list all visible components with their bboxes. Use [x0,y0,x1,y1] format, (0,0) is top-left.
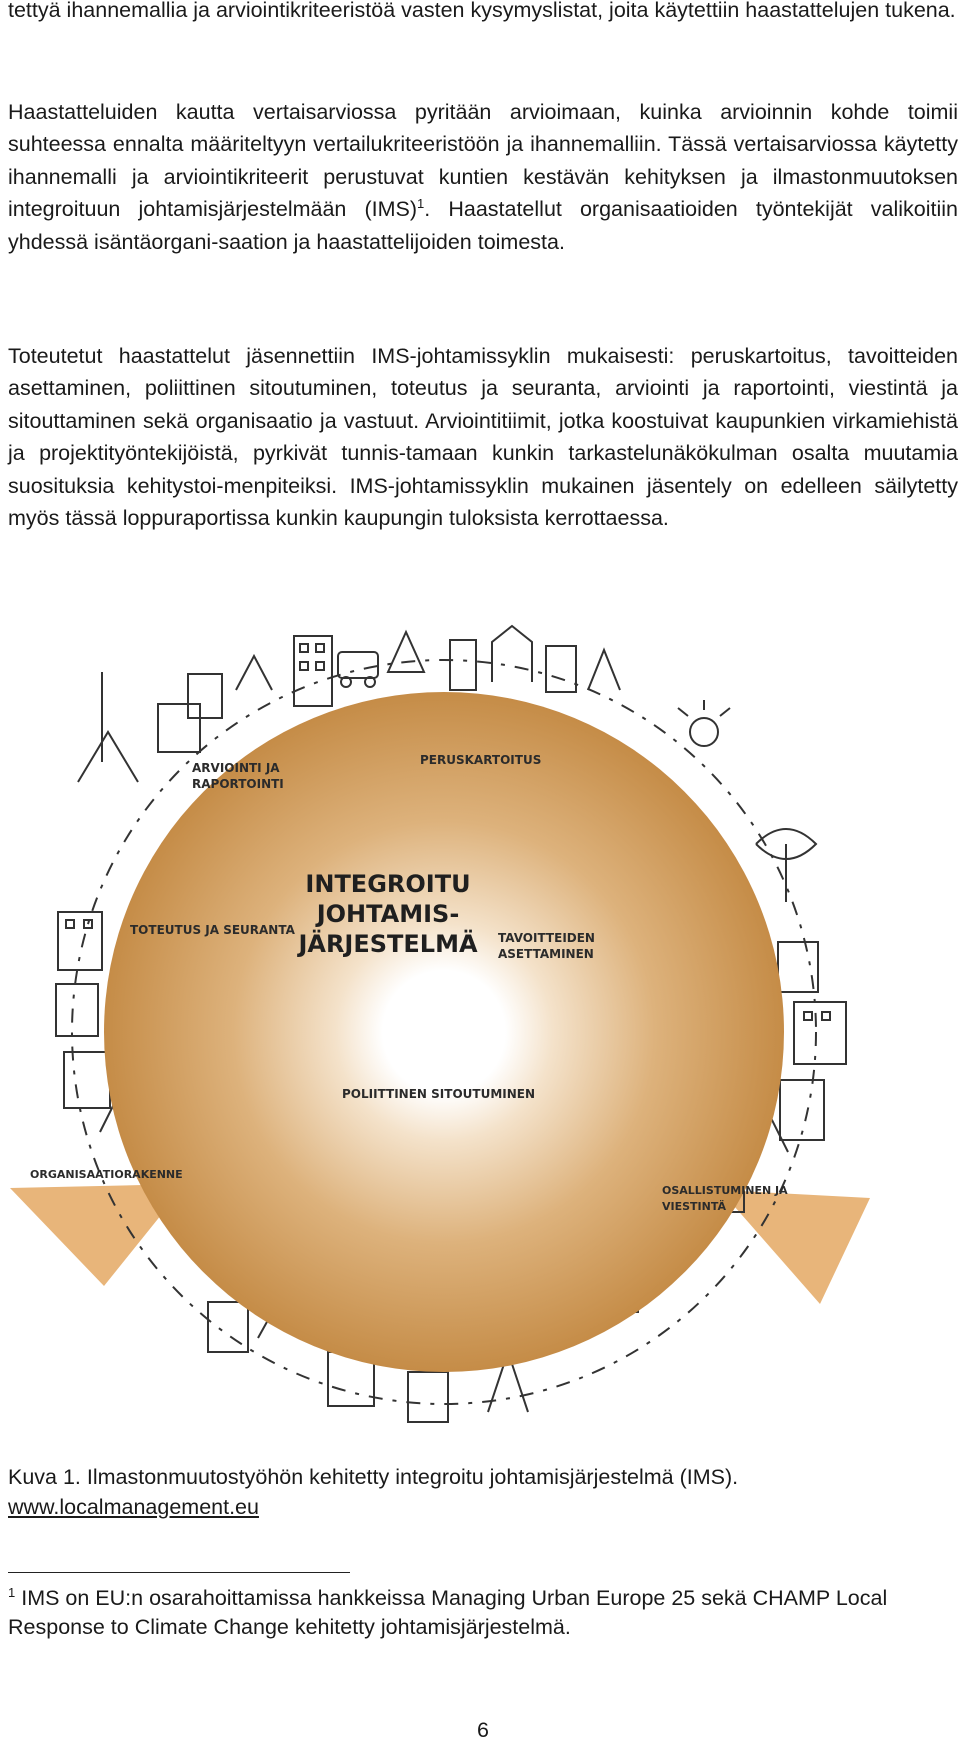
label-toteutus: TOTEUTUS JA SEURANTA [130,923,296,937]
label-organisaatio: ORGANISAATIORAKENNE [30,1168,183,1181]
ims-cycle-illustration: INTEGROITU JOHTAMIS- JÄRJESTELMÄ ARVIOIN… [10,624,870,1423]
label-osallistuminen-line-2: VIESTINTÄ [662,1199,726,1213]
label-osallistuminen-line-1: OSALLISTUMINEN JA [662,1184,788,1197]
footnote-reference[interactable]: 1 [417,196,425,212]
right-wedge-shape [720,1190,870,1304]
label-peruskartoitus: PERUSKARTOITUS [420,753,541,767]
paragraph-1: tettyä ihannemallia ja arviointikriteeri… [8,0,958,26]
figure-center-line-3: JÄRJESTELMÄ [296,929,478,958]
figure-caption-text: Kuva 1. Ilmastonmuutostyöhön kehitetty i… [8,1465,739,1489]
figure-caption: Kuva 1. Ilmastonmuutostyöhön kehitetty i… [8,1462,958,1522]
paragraph-3: Toteutetut haastattelut jäsennettiin IMS… [8,340,958,534]
ims-disc-shape [104,692,784,1372]
figure-center-line-2: JOHTAMIS- [315,900,460,928]
paragraph-3-text: Toteutetut haastattelut jäsennettiin IMS… [8,344,958,531]
label-poliittinen: POLIITTINEN SITOUTUMINEN [342,1087,535,1101]
ims-cycle-figure: INTEGROITU JOHTAMIS- JÄRJESTELMÄ ARVIOIN… [8,612,890,1440]
paragraph-2-text-before: Haastatteluiden kautta vertaisarviossa p… [8,100,958,222]
footnote: 1 IMS on EU:n osarahoittamissa hankkeiss… [8,1584,958,1642]
figure-center-line-1: INTEGROITU [305,870,470,898]
footnote-marker: 1 [8,1585,16,1600]
paragraph-2: Haastatteluiden kautta vertaisarviossa p… [8,96,958,258]
page-number: 6 [477,1718,489,1742]
figure-caption-link[interactable]: www.localmanagement.eu [8,1495,259,1519]
label-arviointi-line-1: ARVIOINTI JA [192,761,280,775]
label-tavoitteiden-line-1: TAVOITTEIDEN [498,931,595,945]
paragraph-1-text: tettyä ihannemallia ja arviointikriteeri… [8,0,956,22]
label-arviointi-line-2: RAPORTOINTI [192,777,284,791]
footnote-text: IMS on EU:n osarahoittamissa hankkeissa … [8,1586,888,1639]
label-tavoitteiden-line-2: ASETTAMINEN [498,947,594,961]
footnote-divider [8,1572,350,1573]
paragraph-2-text-after: . Haastatellut organisaatioiden työnteki… [8,197,958,254]
left-wedge-shape [10,1184,186,1286]
